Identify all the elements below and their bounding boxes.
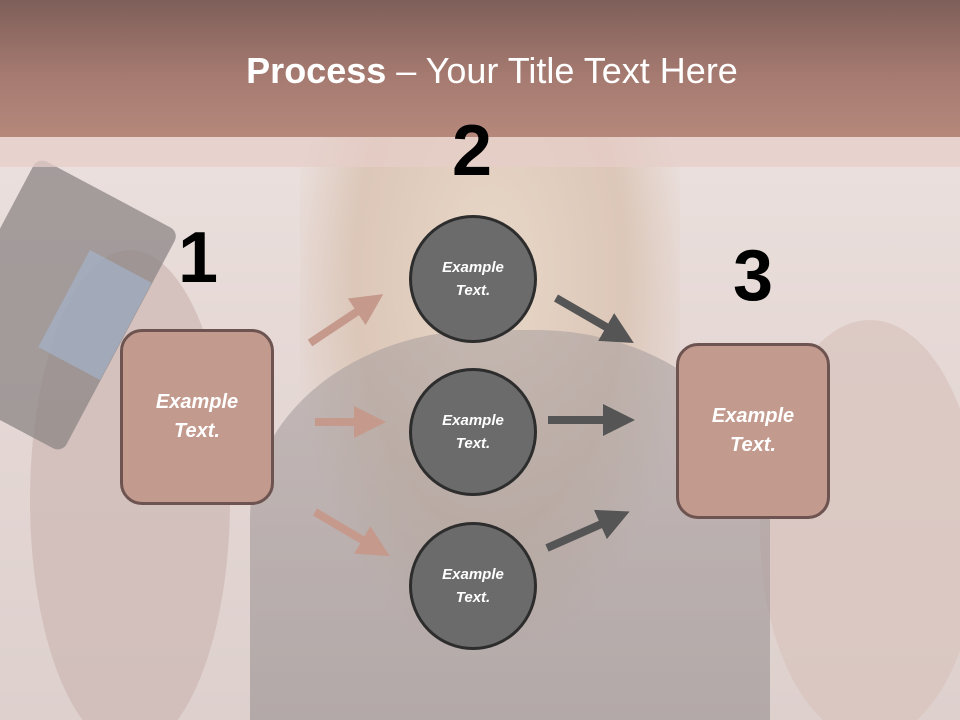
step-1-box: Example Text. [120, 329, 274, 505]
title-bar [0, 0, 960, 137]
circle-top-text: Example Text. [442, 259, 504, 299]
title-bold: Process [246, 50, 387, 91]
arrow-top-to-3 [553, 294, 634, 344]
title-bar-strip [0, 137, 960, 167]
title-rest: – Your Title Text Here [386, 50, 738, 91]
step-1-text: Example Text. [155, 391, 239, 442]
slide-title: Process – Your Title Text Here [0, 50, 960, 92]
step-2-circle-middle: Example Text. [409, 368, 537, 496]
arrow-1-to-top [307, 294, 384, 347]
step-2-circle-top: Example Text. [409, 215, 537, 343]
step-number-1: 1 [177, 218, 219, 298]
step-2-circle-bottom: Example Text. [409, 522, 537, 650]
step-3-box: Example Text. [676, 343, 830, 519]
step-number-3: 3 [732, 236, 774, 316]
step-3-text: Example Text. [711, 405, 795, 456]
circle-bottom-text: Example Text. [442, 566, 504, 606]
circle-middle-text: Example Text. [442, 412, 504, 452]
step-number-2: 2 [451, 111, 493, 191]
arrow-bottom-to-3 [545, 509, 630, 552]
arrow-1-to-bottom [312, 508, 390, 557]
